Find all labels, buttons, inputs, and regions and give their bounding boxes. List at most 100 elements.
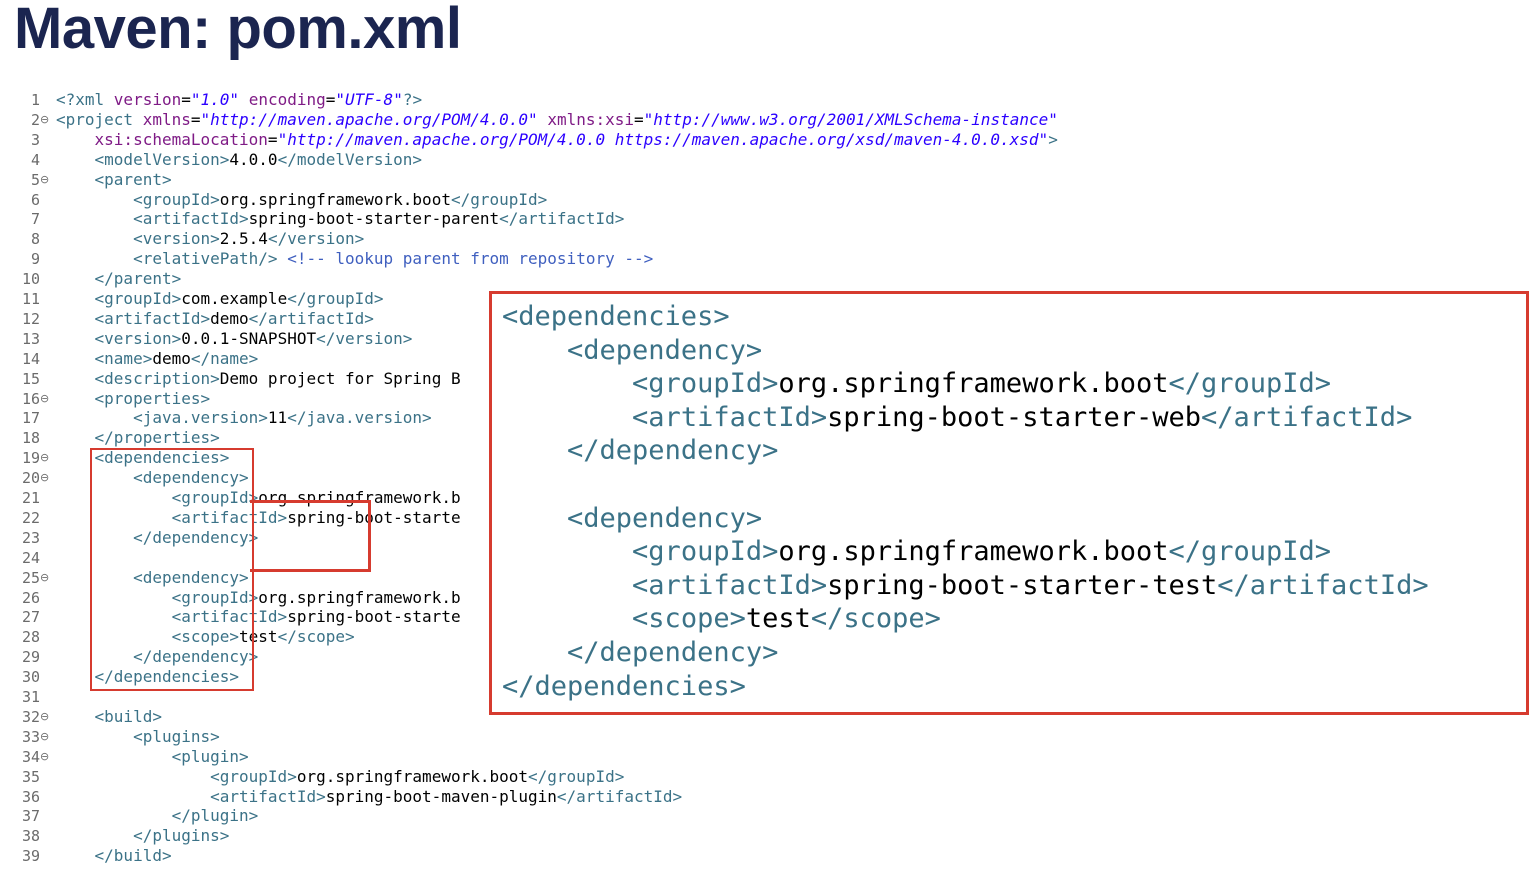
code-token: </version>: [316, 328, 413, 348]
code-token: <artifactId>: [210, 786, 326, 806]
code-text: <artifactId>spring-boot-starte: [56, 607, 461, 627]
code-line: 23 </dependency>: [0, 528, 1536, 548]
fold-toggle-icon[interactable]: ⊖: [40, 172, 50, 186]
code-line: 3 xsi:schemaLocation="http://maven.apach…: [0, 130, 1536, 150]
fold-toggle-icon[interactable]: ⊖: [40, 749, 50, 763]
code-text: <dependency>: [56, 468, 249, 488]
code-token: <parent>: [94, 169, 172, 189]
code-text: <modelVersion>4.0.0</modelVersion>: [56, 149, 423, 170]
code-token: </parent>: [94, 269, 182, 289]
code-token: org.springframework.boot: [296, 766, 529, 786]
code-token: [56, 269, 95, 288]
zoom-code-token: </dependency>: [567, 637, 779, 668]
fold-toggle-icon[interactable]: ⊖: [40, 391, 50, 405]
line-number: 39: [21, 847, 40, 866]
code-token: </name>: [190, 348, 259, 368]
line-number: 29: [21, 648, 40, 667]
code-token: "http://maven.apache.org/POM/4.0.0": [200, 109, 538, 129]
code-text: <artifactId>spring-boot-starter-parent</…: [56, 209, 624, 229]
line-number: 27: [21, 608, 40, 627]
code-text: <parent>: [56, 170, 172, 190]
line-number: 33: [21, 727, 40, 746]
code-token: </build>: [94, 846, 172, 866]
line-number: 38: [21, 827, 40, 846]
code-text: <?xml version="1.0" encoding="UTF-8"?>: [56, 90, 422, 110]
code-token: [56, 767, 210, 786]
code-token: <java.version>: [133, 408, 268, 428]
code-text: <name>demo</name>: [56, 348, 259, 369]
code-token: <plugins>: [133, 726, 220, 746]
zoom-code-line: <dependencies>: [502, 300, 730, 334]
line-number: 32: [21, 707, 40, 726]
fold-toggle-icon[interactable]: ⊖: [40, 451, 50, 465]
zoom-code-token: [502, 503, 567, 534]
line-number: 22: [21, 508, 40, 527]
code-token: test: [239, 627, 278, 647]
code-token: >: [1048, 129, 1058, 149]
code-line: 16⊖ <properties>: [0, 389, 1536, 409]
code-token: spring-boot-starte: [287, 507, 461, 527]
zoom-code-token: spring-boot-starter-test: [827, 569, 1218, 601]
code-token: demo: [152, 348, 191, 368]
line-number: 11: [21, 290, 40, 308]
code-token: "UTF-8": [335, 90, 403, 109]
code-token: xmlns: [142, 109, 191, 129]
code-line: 31: [0, 687, 1536, 707]
code-text: <artifactId>spring-boot-maven-plugin</ar…: [56, 787, 682, 807]
code-token: 4.0.0: [229, 149, 278, 169]
code-token: =: [181, 90, 191, 109]
code-text: <dependencies>: [56, 448, 230, 468]
code-token: <modelVersion>: [94, 149, 230, 169]
zoom-code-token: org.springframework.boot: [778, 536, 1169, 568]
zoom-code-token: </groupId>: [1168, 536, 1332, 568]
code-token: </plugin>: [171, 806, 259, 826]
code-editor[interactable]: 1<?xml version="1.0" encoding="UTF-8"?>2…: [0, 88, 1536, 870]
code-text: xsi:schemaLocation="http://maven.apache.…: [56, 130, 1058, 150]
code-token: <groupId>: [133, 189, 220, 209]
code-line: 22 <artifactId>spring-boot-starte: [0, 508, 1536, 528]
code-line: 12 <artifactId>demo</artifactId>: [0, 309, 1536, 329]
fold-toggle-icon[interactable]: ⊖: [40, 729, 50, 743]
zoom-code-token: </artifactId>: [1217, 569, 1429, 601]
line-number: 34: [21, 747, 40, 766]
code-token: xmlns:xsi: [547, 109, 635, 129]
code-token: [56, 448, 95, 467]
code-token: spring-boot-starte: [287, 607, 461, 627]
code-line: 10 </parent>: [0, 269, 1536, 289]
code-token: 0.0.1-SNAPSHOT: [181, 328, 317, 348]
fold-toggle-icon[interactable]: ⊖: [40, 471, 50, 485]
line-number: 9: [30, 250, 40, 269]
code-line: 2⊖<project xmlns="http://maven.apache.or…: [0, 110, 1536, 130]
code-text: <scope>test</scope>: [56, 627, 355, 647]
code-token: spring-boot-maven-plugin: [325, 786, 557, 806]
zoom-code-line: </dependency>: [502, 434, 778, 468]
fold-toggle-icon[interactable]: ⊖: [40, 570, 50, 584]
code-text: <java.version>11</java.version>: [56, 408, 432, 428]
code-token: </dependency>: [133, 647, 259, 667]
zoom-code-line: <artifactId>spring-boot-starter-web</art…: [502, 401, 1412, 435]
line-number: 18: [21, 429, 40, 448]
code-text: <version>0.0.1-SNAPSHOT</version>: [56, 328, 413, 349]
code-text: <dependency>: [56, 568, 249, 588]
code-token: </version>: [267, 229, 365, 249]
code-line: 14 <name>demo</name>: [0, 349, 1536, 369]
code-text: <plugins>: [56, 727, 220, 747]
zoom-code-token: </dependencies>: [502, 670, 746, 702]
line-number: 2: [30, 110, 40, 129]
line-number: 31: [21, 688, 40, 706]
fold-toggle-icon[interactable]: ⊖: [40, 112, 50, 126]
code-token: <artifactId>: [171, 607, 288, 627]
code-token: [56, 329, 95, 348]
code-token: [56, 787, 210, 806]
code-line: 27 <artifactId>spring-boot-starte: [0, 607, 1536, 627]
code-token: [56, 309, 95, 328]
code-token: <version>: [94, 328, 182, 348]
zoom-code-line: <groupId>org.springframework.boot</group…: [502, 535, 1331, 569]
code-text: </build>: [56, 846, 172, 866]
code-line: 35 <groupId>org.springframework.boot</gr…: [0, 767, 1536, 787]
fold-toggle-icon[interactable]: ⊖: [40, 709, 50, 723]
code-token: <artifactId>: [133, 209, 249, 229]
code-token: version: [113, 90, 182, 109]
code-text: <build>: [56, 707, 162, 727]
code-token: <groupId>: [171, 587, 259, 607]
